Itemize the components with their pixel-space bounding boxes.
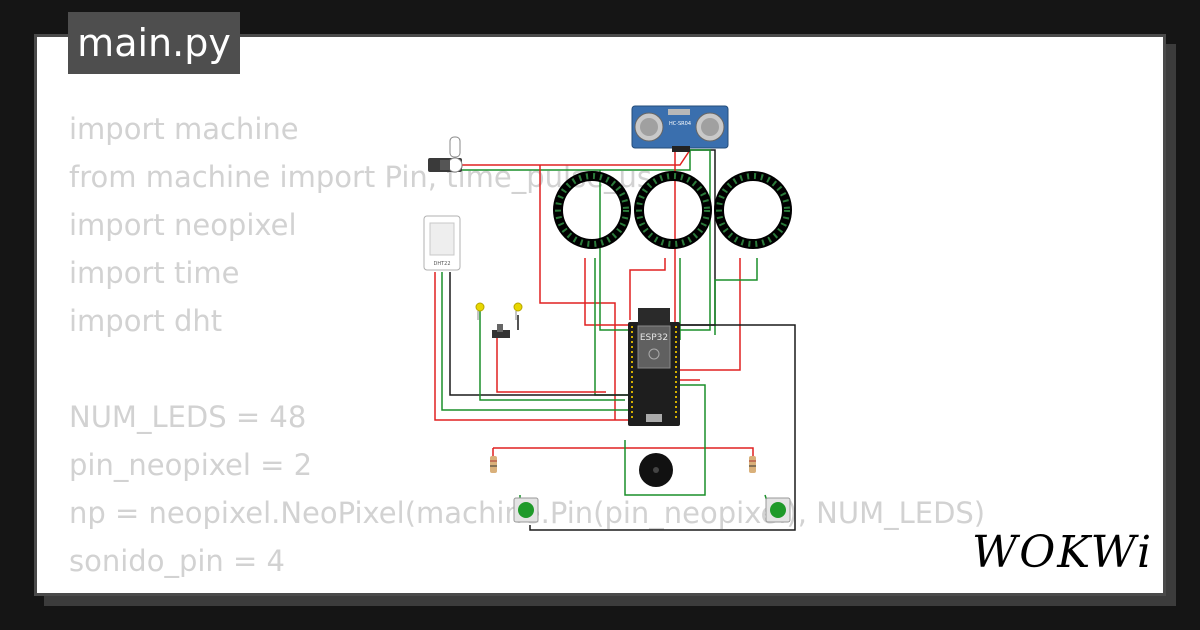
neopixel-ring-3 bbox=[714, 171, 792, 249]
code-line: pin_neopixel = 2 bbox=[69, 448, 313, 482]
dht22-label: DHT22 bbox=[433, 261, 450, 267]
push-button-right[interactable] bbox=[765, 497, 791, 523]
resistor-left bbox=[490, 456, 497, 473]
dht22-sensor: DHT22 bbox=[423, 215, 461, 271]
push-button-left[interactable] bbox=[513, 497, 539, 523]
esp32-board: ESP32 bbox=[628, 308, 680, 426]
code-line: np = neopixel.NeoPixel(machine.Pin(pin_n… bbox=[69, 496, 986, 530]
wires bbox=[434, 149, 796, 531]
ultrasonic-label: HC-SR04 bbox=[669, 121, 691, 127]
code-line: dht_sensor = dht.DHT22(machine.Pin(14)) bbox=[69, 585, 985, 593]
code-line: sonido_pin = 4 bbox=[69, 544, 285, 578]
resistor-right bbox=[749, 456, 756, 473]
yellow-led-right bbox=[513, 302, 523, 320]
file-tab[interactable]: main.py bbox=[68, 12, 240, 74]
buzzer bbox=[639, 453, 673, 487]
code-line: import neopixel bbox=[69, 208, 297, 242]
code-line: import machine bbox=[69, 112, 299, 146]
esp32-label: ESP32 bbox=[640, 333, 668, 343]
code-line: import dht bbox=[69, 304, 223, 338]
yellow-led-left bbox=[475, 302, 485, 320]
code-line: import time bbox=[69, 256, 240, 290]
neopixel-ring-1 bbox=[553, 171, 631, 249]
ultrasonic-sensor: HC-SR04 bbox=[631, 105, 729, 152]
slide-switch bbox=[492, 324, 510, 338]
servo-motor bbox=[428, 136, 463, 173]
neopixel-ring-2 bbox=[634, 171, 712, 249]
wokwi-logo: WOKWi bbox=[972, 527, 1154, 578]
code-line: NUM_LEDS = 48 bbox=[69, 400, 307, 434]
